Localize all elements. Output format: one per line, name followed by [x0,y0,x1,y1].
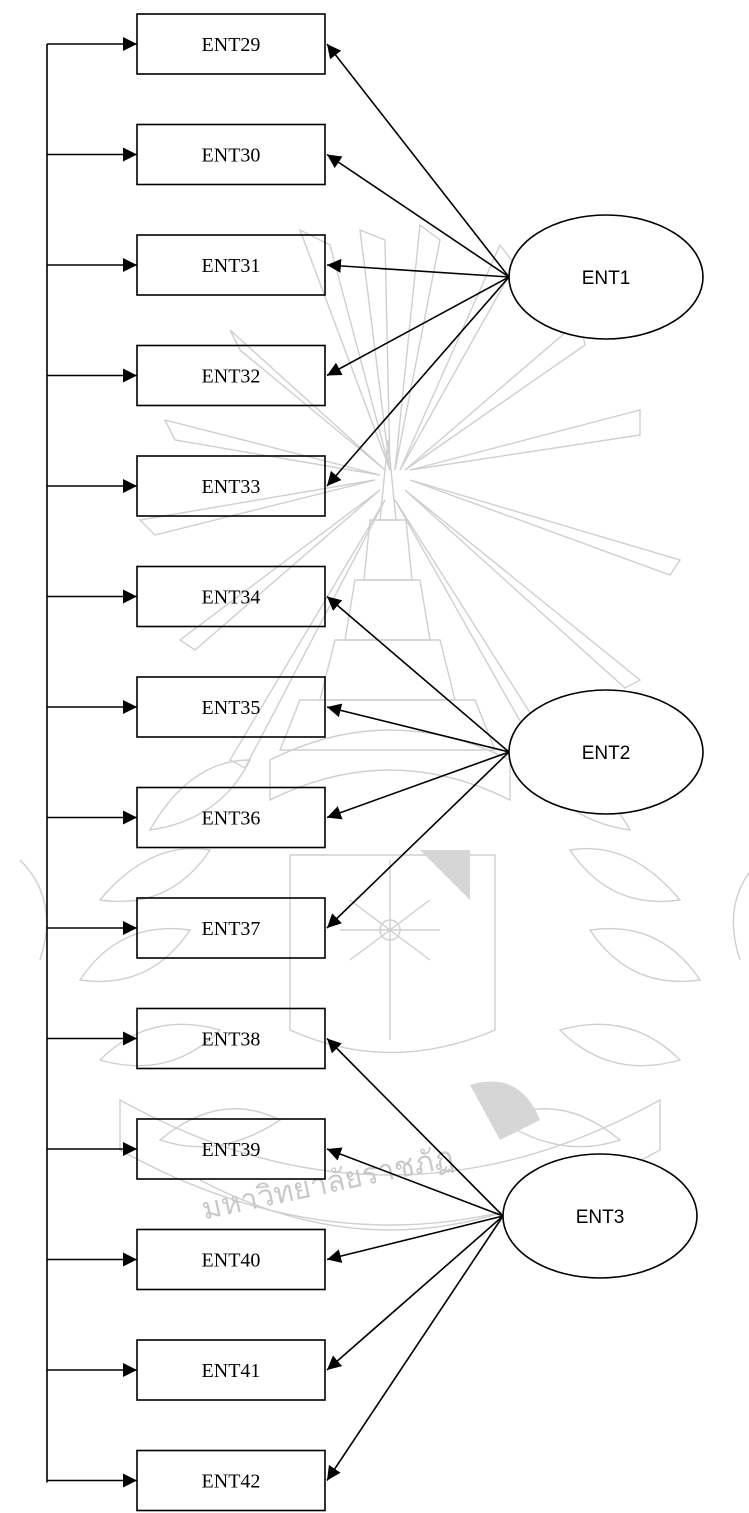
factor-label: ENT2 [582,743,631,764]
factor-label: ENT3 [576,1207,625,1228]
loading-arrow-ent3-ent41 [326,1215,504,1371]
indicator-box-ent41: ENT41 [136,1339,326,1401]
indicator-label: ENT31 [202,255,261,277]
factor-shape [508,214,704,340]
indicator-label: ENT34 [202,587,261,609]
loading-arrow-ent3-ent39 [326,1147,504,1217]
loading-arrow-ent2-ent37 [326,751,510,929]
indicator-label: ENT33 [202,476,261,498]
loading-arrow-ent3-ent40 [326,1215,504,1263]
indicator-label: ENT38 [202,1029,261,1051]
indicator-box-ent31: ENT31 [136,234,326,296]
indicator-label: ENT35 [202,697,261,719]
loading-arrow-ent2-ent36 [326,751,510,820]
loading-arrow-ent2-ent34 [326,595,510,753]
loading-arrow-ent1-ent32 [326,276,510,377]
factor-ellipse-ent2: ENT2 [508,689,704,815]
indicator-box-ent30: ENT30 [136,123,326,186]
indicator-label: ENT42 [202,1471,261,1493]
loading-arrow-ent3-ent42 [326,1215,504,1481]
indicator-label: ENT32 [202,366,261,388]
indicator-label: ENT36 [202,808,261,830]
indicator-label: ENT41 [202,1360,261,1382]
indicator-label: ENT30 [202,145,261,167]
loading-arrow-ent3-ent38 [326,1037,504,1217]
loading-arrow-ent1-ent29 [326,43,510,278]
indicator-box-ent34: ENT34 [136,565,326,628]
indicator-box-ent42: ENT42 [136,1449,326,1512]
indicator-label: ENT39 [202,1139,261,1161]
indicator-box-ent33: ENT33 [136,455,326,517]
factor-ellipse-ent3: ENT3 [502,1153,698,1279]
factor-ellipse-ent1: ENT1 [508,214,704,340]
indicator-label: ENT37 [202,918,261,940]
indicator-box-ent39: ENT39 [136,1118,326,1180]
factor-shape [502,1153,698,1279]
loading-arrow-ent1-ent33 [326,276,510,487]
indicator-label: ENT29 [202,34,261,56]
indicator-label: ENT40 [202,1250,261,1272]
indicator-box-ent36: ENT36 [136,786,326,849]
indicator-box-ent38: ENT38 [136,1007,326,1070]
loading-arrow-ent1-ent31 [326,258,510,278]
loading-arrow-ent1-ent30 [326,153,510,278]
factor-label: ENT1 [582,268,631,289]
factor-shape [508,689,704,815]
indicator-box-ent29: ENT29 [136,13,326,75]
diagram-layer: ENT29ENT30ENT31ENT32ENT33ENT34ENT35ENT36… [46,13,704,1512]
indicator-box-ent40: ENT40 [136,1228,326,1291]
loading-arrow-ent2-ent35 [326,703,510,753]
